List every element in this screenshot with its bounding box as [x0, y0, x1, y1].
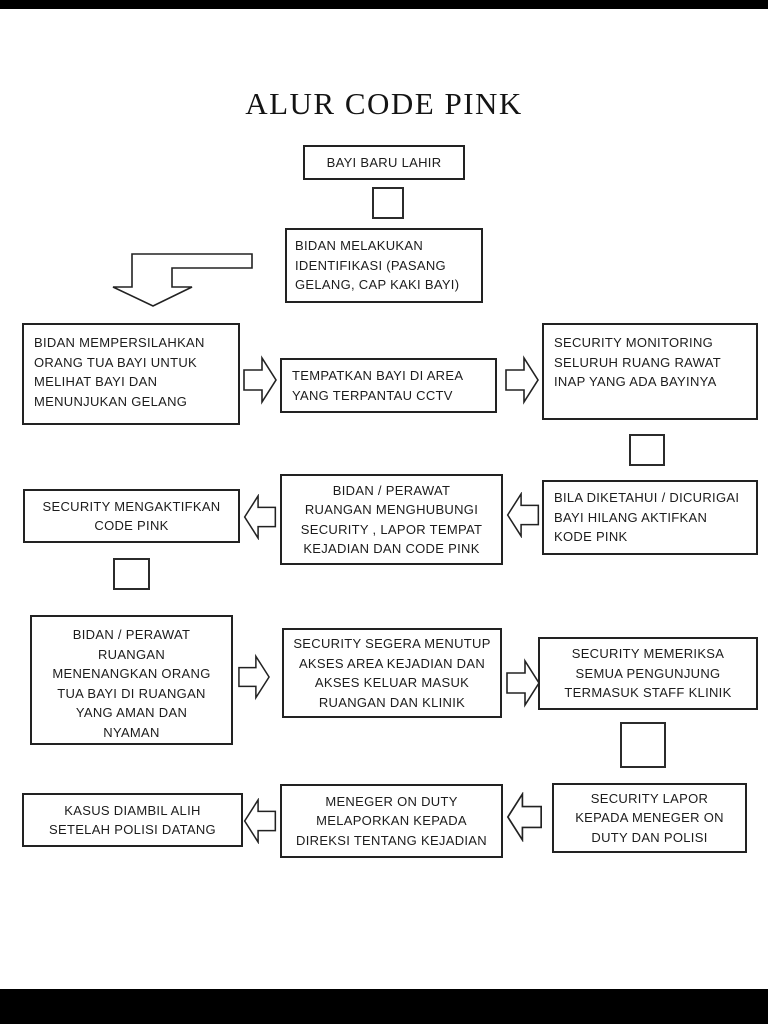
page-bottom-bar	[0, 989, 768, 1024]
node-security-menutup-akses: SECURITY SEGERA MENUTUP AKSES AREA KEJAD…	[282, 628, 502, 718]
connector-square-icon	[629, 434, 665, 466]
node-kasus-diambil-polisi: KASUS DIAMBIL ALIH SETELAH POLISI DATANG	[22, 793, 243, 847]
node-tempatkan-bayi-cctv: TEMPATKAN BAYI DI AREA YANG TERPANTAU CC…	[280, 358, 497, 413]
node-meneger-lapor-direksi: MENEGER ON DUTY MELAPORKAN KEPADA DIREKS…	[280, 784, 503, 858]
flow-arrow-right-icon	[243, 354, 277, 406]
connector-square-icon	[620, 722, 666, 768]
page-top-bar	[0, 0, 768, 9]
connector-square-icon	[372, 187, 404, 219]
node-security-mengaktifkan: SECURITY MENGAKTIFKAN CODE PINK	[23, 489, 240, 543]
node-menenangkan-orang-tua: BIDAN / PERAWAT RUANGAN MENENANGKAN ORAN…	[30, 615, 233, 745]
flow-arrow-left-icon	[243, 798, 277, 844]
flow-arrow-left-icon	[506, 492, 540, 538]
flow-arrow-right-icon	[505, 354, 539, 406]
connector-square-icon	[113, 558, 150, 590]
flow-arrow-right-icon	[506, 658, 540, 708]
node-menghubungi-security: BIDAN / PERAWAT RUANGAN MENGHUBUNGI SECU…	[280, 474, 503, 565]
flow-arrow-left-icon	[506, 792, 543, 842]
flow-arrow-left-icon	[243, 494, 277, 540]
page-title: ALUR CODE PINK	[245, 86, 523, 121]
node-bayi-baru-lahir: BAYI BARU LAHIR	[303, 145, 465, 180]
node-bidan-mempersilahkan: BIDAN MEMPERSILAHKAN ORANG TUA BAYI UNTU…	[22, 323, 240, 425]
node-bila-diketahui-hilang: BILA DIKETAHUI / DICURIGAI BAYI HILANG A…	[542, 480, 758, 555]
flow-arrow-right-icon	[238, 650, 270, 704]
node-bidan-identifikasi: BIDAN MELAKUKAN IDENTIFIKASI (PASANG GEL…	[285, 228, 483, 303]
bent-arrow-down-icon	[105, 248, 255, 310]
node-security-monitoring: SECURITY MONITORING SELURUH RUANG RAWAT …	[542, 323, 758, 420]
node-security-lapor-mod: SECURITY LAPOR KEPADA MENEGER ON DUTY DA…	[552, 783, 747, 853]
node-security-memeriksa: SECURITY MEMERIKSA SEMUA PENGUNJUNG TERM…	[538, 637, 758, 710]
